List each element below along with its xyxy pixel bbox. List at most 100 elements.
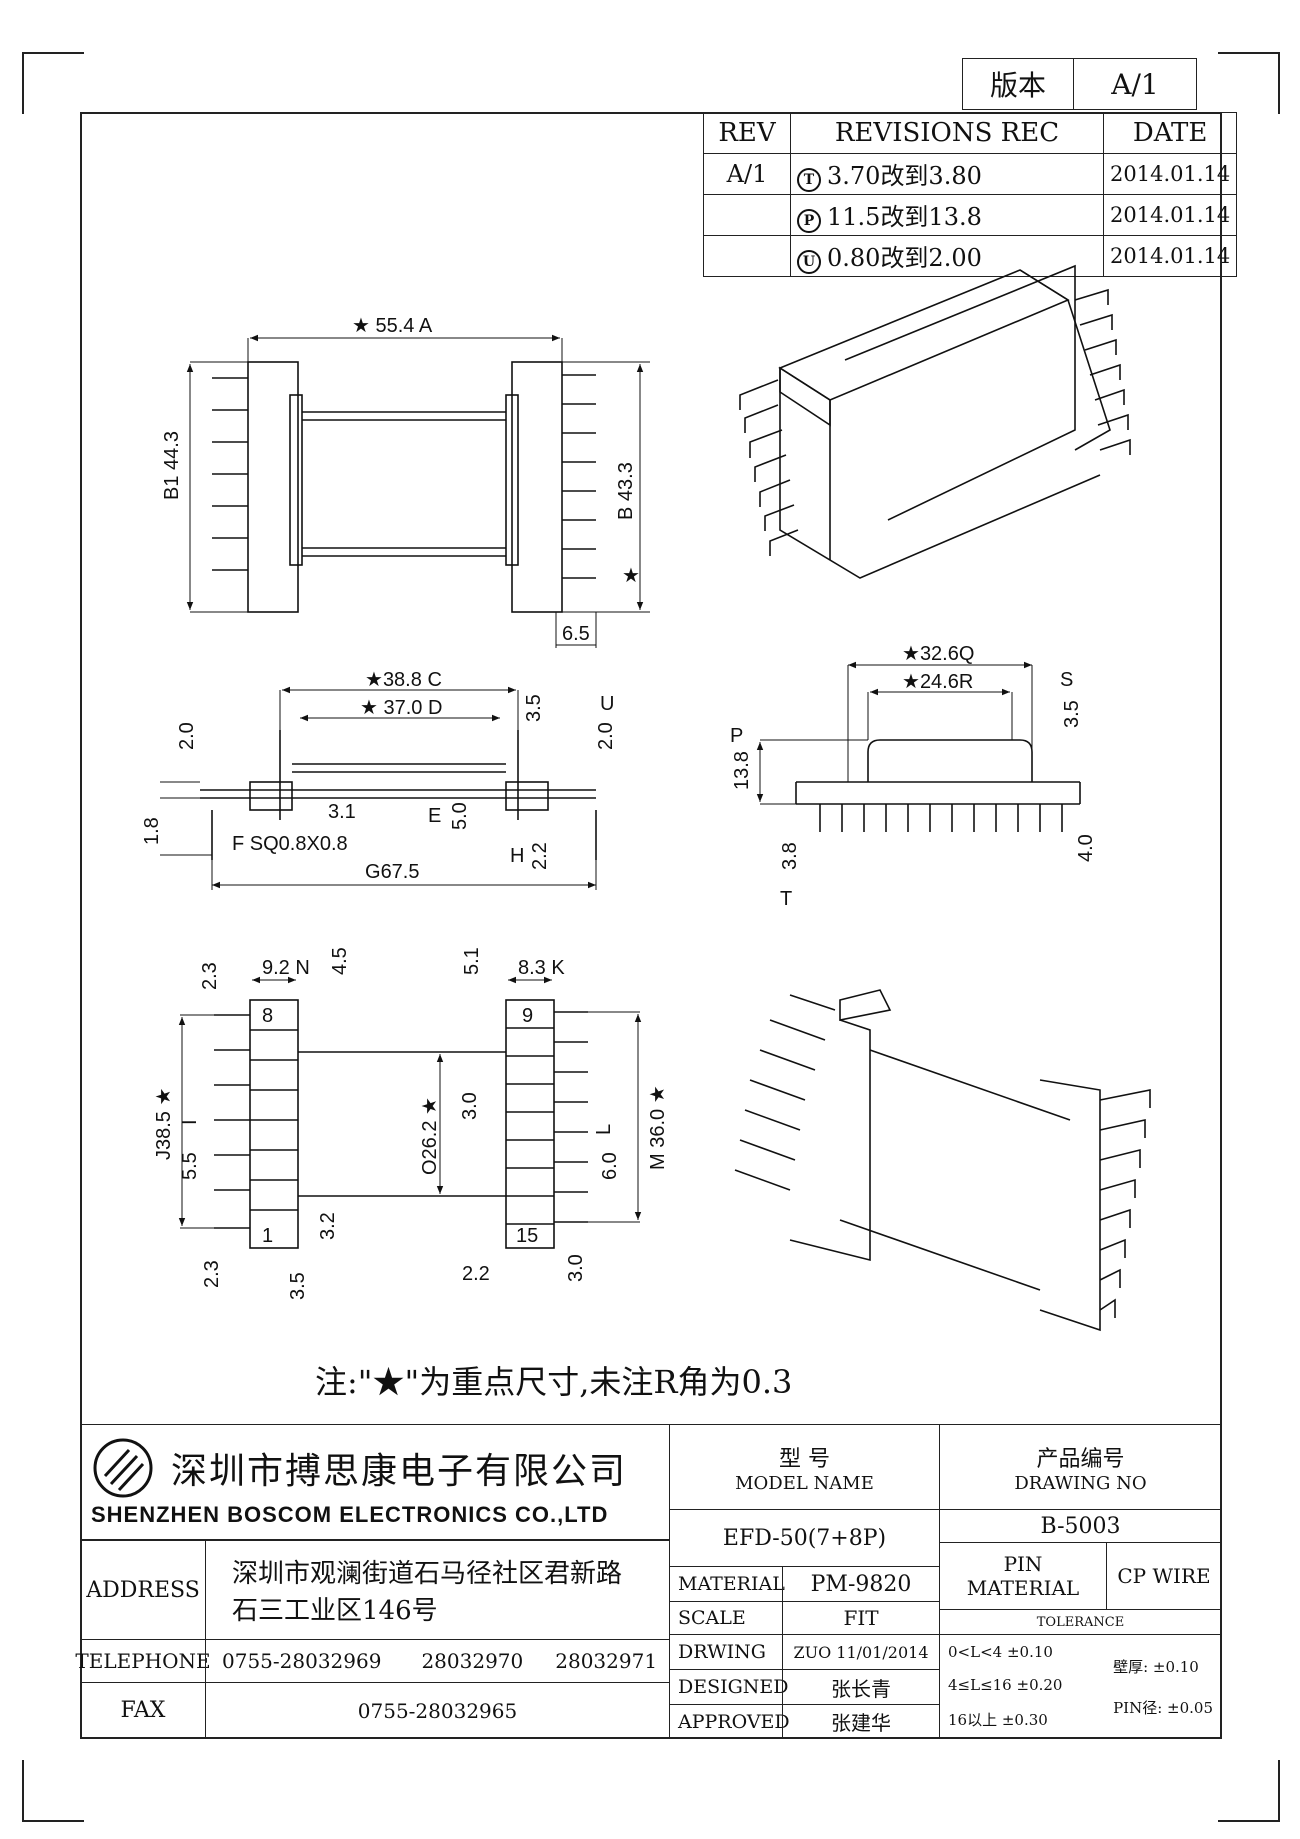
iso-view-bottom bbox=[734, 989, 1151, 1332]
dim-text: 3.5 bbox=[1061, 700, 1083, 728]
dim-text: 5.0 bbox=[449, 802, 471, 830]
dim-text: 2.3 bbox=[201, 1260, 223, 1288]
iso-bottom-pins-left bbox=[734, 994, 836, 1191]
dim-text: B1 44.3 bbox=[161, 431, 183, 500]
view4-pins-right bbox=[554, 1011, 588, 1223]
tolerance-values: 0<L<4 ±0.10 4≤L≤16 ±0.20 16以上 ±0.30 壁厚: … bbox=[939, 1634, 1222, 1739]
pin-material-value: CP WIRE bbox=[1106, 1542, 1222, 1610]
dim-text: ★38.8 C bbox=[365, 669, 442, 691]
view1-pins-left bbox=[212, 377, 248, 571]
model-value: EFD-50(7+8P) bbox=[669, 1509, 940, 1567]
view2-outline bbox=[200, 730, 597, 860]
dim-text: P bbox=[730, 725, 743, 747]
corner-mark-tr bbox=[1218, 52, 1280, 114]
designed-label: DESIGNED bbox=[669, 1669, 789, 1705]
address-value: 深圳市观澜街道石马径社区君新路 石三工业区146号 bbox=[205, 1540, 670, 1640]
dim-text: J38.5 ★ bbox=[153, 1088, 175, 1160]
telephone-value: 0755-28032969 28032970 28032971 bbox=[205, 1639, 670, 1683]
address-label: ADDRESS bbox=[80, 1540, 206, 1640]
rev-date: 2014.01.14 bbox=[1102, 153, 1238, 195]
dim-text: 2.0 bbox=[176, 722, 198, 750]
dim-text: 8.3 K bbox=[518, 957, 565, 979]
pin-number: 9 bbox=[522, 1005, 533, 1027]
version-box: 版本 A/1 bbox=[962, 58, 1197, 110]
rev-header: REV bbox=[703, 112, 791, 154]
dim-text: 13.8 bbox=[731, 751, 753, 790]
corner-mark-tl bbox=[22, 52, 84, 114]
version-label: 版本 bbox=[962, 58, 1074, 110]
dim-text: 2.2 bbox=[462, 1263, 490, 1285]
tolerance-wall: 壁厚: ±0.10 bbox=[1113, 1657, 1199, 1676]
dim-text: U bbox=[600, 693, 614, 715]
company-cell: 深圳市搏思康电子有限公司 SHENZHEN BOSCOM ELECTRONICS… bbox=[80, 1424, 670, 1540]
scale-label: SCALE bbox=[669, 1601, 783, 1635]
pin-number: 8 bbox=[262, 1005, 273, 1027]
tolerance-row-3: 16以上 ±0.30 bbox=[948, 1711, 1048, 1730]
corner-mark-bl bbox=[22, 1760, 84, 1822]
dim-text: M 36.0 ★ bbox=[647, 1085, 669, 1170]
dim-text: 4.0 bbox=[1075, 834, 1097, 862]
company-name-en: SHENZHEN BOSCOM ELECTRONICS CO.,LTD bbox=[91, 1502, 609, 1527]
pin-label-1: PIN bbox=[1003, 1552, 1043, 1576]
drawing-no-value: B-5003 bbox=[939, 1509, 1222, 1543]
rev-text: 11.5改到13.8 bbox=[827, 203, 982, 231]
rev-cell bbox=[703, 194, 791, 236]
dim-text: H bbox=[510, 845, 524, 867]
dim-text: 3.1 bbox=[328, 801, 356, 823]
rev-mark-badge: U bbox=[797, 250, 821, 274]
dim-text: 3.5 bbox=[287, 1272, 309, 1300]
approved-label: APPROVED bbox=[669, 1704, 790, 1739]
drawing-no-header-en: DRAWING NO bbox=[1014, 1472, 1147, 1494]
fax-label: FAX bbox=[80, 1682, 206, 1739]
drawing-note: 注:"★"为重点尺寸,未注R角为0.3 bbox=[315, 1363, 793, 1401]
dim-text: 3.0 bbox=[459, 1092, 481, 1120]
rev-date: 2014.01.14 bbox=[1102, 235, 1238, 277]
dim-text: 2.0 bbox=[595, 722, 617, 750]
rev-mark-badge: P bbox=[797, 209, 821, 233]
telephone-1: 0755-28032969 bbox=[222, 1649, 382, 1673]
fax-value: 0755-28032965 bbox=[205, 1682, 670, 1739]
drwing-label: DRWING bbox=[669, 1634, 783, 1670]
dim-text: ★24.6R bbox=[902, 671, 973, 693]
iso-view-top bbox=[739, 264, 1131, 579]
tolerance-row-1: 0<L<4 ±0.10 bbox=[948, 1642, 1053, 1661]
drawing-no-header-cn: 产品编号 bbox=[1036, 1446, 1125, 1472]
dim-text: T bbox=[780, 888, 792, 910]
dim-text: E bbox=[428, 805, 441, 827]
dim-text: 9.2 N bbox=[262, 957, 310, 979]
rev-mark-badge: T bbox=[797, 168, 821, 192]
dim-text: S bbox=[1060, 669, 1073, 691]
telephone-label: TELEPHONE bbox=[75, 1639, 211, 1683]
tolerance-header: TOLERANCE bbox=[939, 1609, 1222, 1635]
tolerance-pin: PIN径: ±0.05 bbox=[1113, 1698, 1213, 1717]
corner-mark-br bbox=[1218, 1760, 1280, 1822]
company-logo-icon bbox=[93, 1438, 153, 1498]
rev-date: 2014.01.14 bbox=[1102, 194, 1238, 236]
rev-text: 3.70改到3.80 bbox=[827, 162, 982, 190]
iso-pins-right bbox=[1074, 288, 1131, 455]
view4-outline bbox=[214, 999, 588, 1249]
company-name-cn: 深圳市搏思康电子有限公司 bbox=[171, 1451, 628, 1492]
dim-text: 1.8 bbox=[141, 817, 163, 845]
rev-cell: A/1 bbox=[703, 153, 791, 195]
scale-value: FIT bbox=[782, 1601, 940, 1635]
pin-material-label: PIN MATERIAL bbox=[939, 1542, 1107, 1610]
dim-text: 5.5 bbox=[179, 1152, 201, 1180]
pin-number: 15 bbox=[516, 1225, 538, 1247]
version-value: A/1 bbox=[1073, 58, 1197, 110]
material-label: MATERIAL bbox=[669, 1566, 785, 1602]
iso-bottom-pins-right bbox=[1099, 1089, 1151, 1318]
view4-cells-right bbox=[506, 1027, 554, 1225]
dim-text: 3.5 bbox=[523, 694, 545, 722]
technical-drawing: ★ 55.4 A B1 44.3 B 43.3 ★ 6.5 ★38.8 C ★ … bbox=[141, 264, 1151, 1332]
iso-pins-left bbox=[739, 379, 799, 556]
model-header-en: MODEL NAME bbox=[735, 1472, 874, 1494]
dim-text: ★ 55.4 A bbox=[352, 315, 433, 337]
dim-text: ★32.6Q bbox=[902, 643, 974, 665]
dim-text: I bbox=[179, 1119, 201, 1125]
dim-text: ★ 37.0 D bbox=[360, 697, 442, 719]
dim-text: 3.0 bbox=[565, 1254, 587, 1282]
dim-text: 2.3 bbox=[199, 962, 221, 990]
